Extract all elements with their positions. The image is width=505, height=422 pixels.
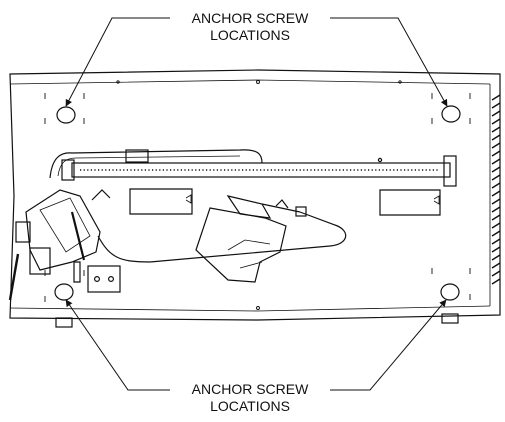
leader-arrow-icon [65,299,172,391]
callout-top-line1: ANCHOR SCREW [191,10,309,26]
thermocouple-tube [97,211,347,263]
callout-top-line2: LOCATIONS [210,27,290,43]
manifold-pipe-inner [57,155,241,177]
igniter-icon [226,195,307,219]
mounting-slots [44,80,471,310]
anchor-screw-hole-icon [56,106,76,124]
base-panel-bottom-flange [9,305,491,312]
foot-right [441,313,459,324]
gas-valve-icon [15,189,111,283]
callout-top: ANCHOR SCREW LOCATIONS [170,10,330,44]
vent-louver-icon [491,94,501,285]
heat-exchanger-panel-left [129,188,193,215]
base-panel-inner-edge [9,79,491,85]
junction-plate [87,265,121,293]
foot-left [55,317,73,328]
anchor-screw-hole-icon [54,283,74,301]
leader-arrow-icon [65,17,172,107]
callout-bottom-line1: ANCHOR SCREW [191,381,309,397]
callout-bottom-line2: LOCATIONS [210,398,290,414]
manifold-pipe [49,149,263,179]
anchor-screw-hole-icon [440,283,460,301]
base-panel-outline [9,69,501,321]
sensor-wire [8,253,20,301]
callout-bottom: ANCHOR SCREW LOCATIONS [170,381,330,415]
pipe-fitting [125,149,149,163]
burner-tube-icon [61,155,457,187]
anchor-screw-hole-icon [441,105,461,123]
heat-exchanger-panel-right [379,189,441,216]
pilot-bracket [195,207,287,283]
leader-arrow-icon [330,299,447,391]
leader-arrow-icon [330,17,448,107]
